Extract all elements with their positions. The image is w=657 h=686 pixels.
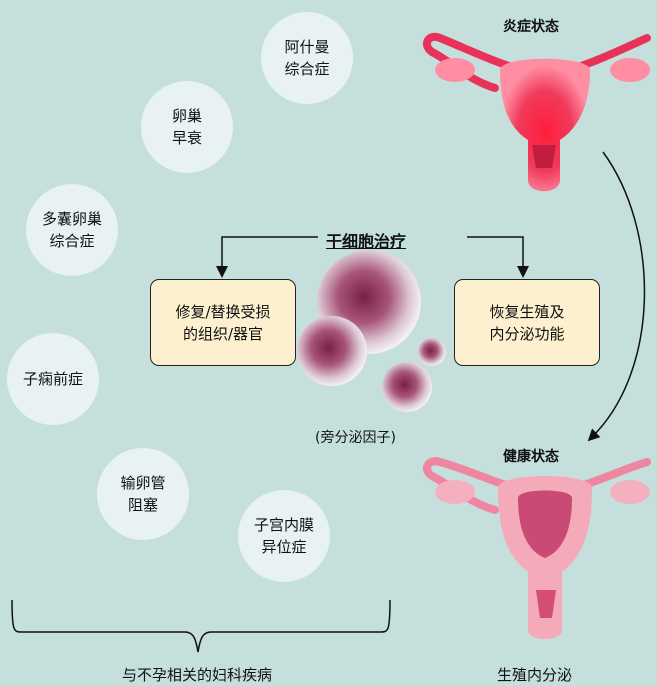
disease-group-brace bbox=[12, 600, 390, 652]
infertility-diseases-label: 与不孕相关的妇科疾病 bbox=[122, 664, 272, 685]
reproductive-endocrine-label: 生殖内分泌 bbox=[497, 664, 572, 685]
stem-cell-tiny bbox=[418, 338, 446, 366]
stem-cell-medium bbox=[297, 316, 367, 386]
left-connector-arrow bbox=[222, 237, 318, 272]
right-connector-arrow bbox=[467, 237, 523, 272]
restore-function-box: 恢复生殖及 内分泌功能 bbox=[454, 279, 600, 366]
stem-cell-cluster bbox=[297, 250, 446, 412]
inflamed-state-label: 炎症状态 bbox=[503, 16, 559, 36]
stem-cell-therapy-title: 干细胞治疗 bbox=[326, 228, 406, 252]
paracrine-caption: (旁分泌因子) bbox=[315, 427, 396, 447]
repair-tissue-box: 修复/替换受损 的组织/器官 bbox=[150, 279, 296, 366]
uterus-inflamed-icon bbox=[427, 37, 650, 191]
stem-cell-small bbox=[382, 362, 432, 412]
uterus-healthy-icon bbox=[427, 461, 650, 639]
healthy-state-label: 健康状态 bbox=[503, 446, 559, 466]
